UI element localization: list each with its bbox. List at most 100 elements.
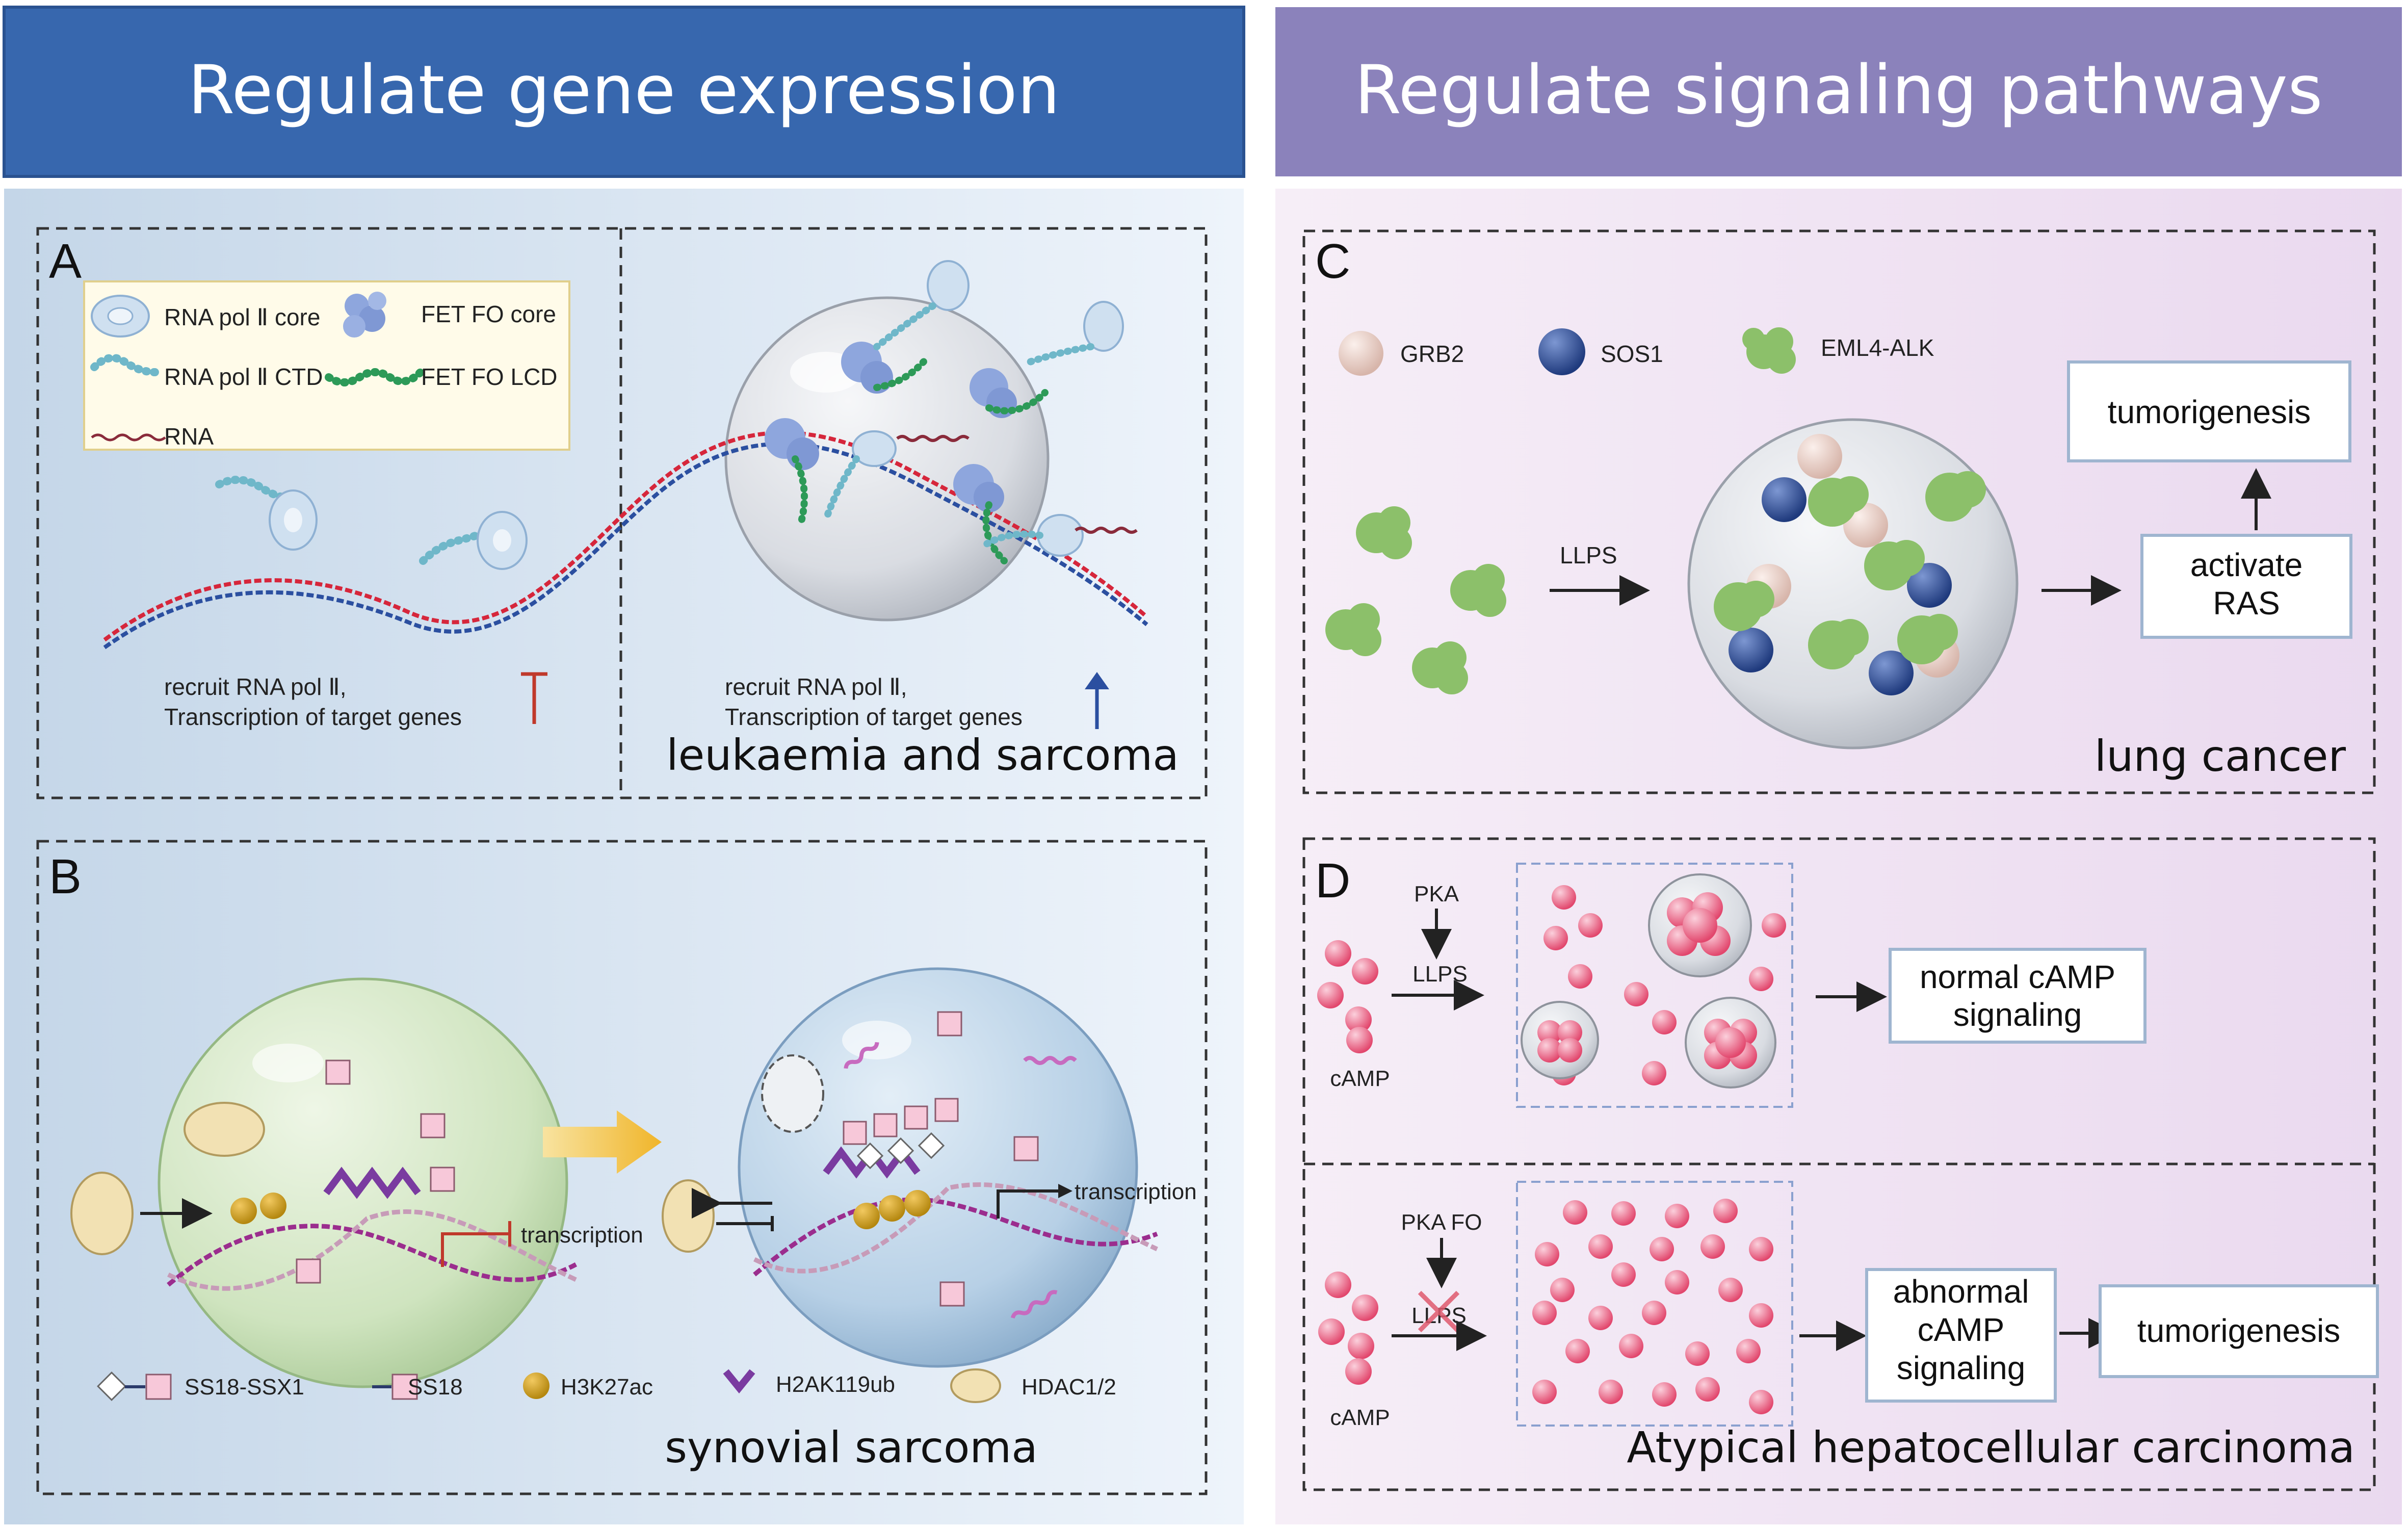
left-dna-strand-b [167,1209,577,1291]
camp-dispersed-region-bottom [1516,1181,1793,1427]
legend-hdac-icon [950,1368,1001,1403]
normal-camp-box [1889,948,2147,1044]
right-free-rna-1 [844,1042,879,1069]
right-condensate-highlight [842,1021,911,1059]
right-header-title: Regulate signaling pathways [1354,51,2322,130]
panel-c-frame [1302,229,2376,794]
ss18-square [1013,1136,1039,1161]
tumorigenesis-label-d: tumorigenesis [2137,1312,2340,1349]
panel-b: B transcription [36,840,1208,1495]
ss18-square [937,1011,962,1037]
left-dna-strand-a [167,1224,578,1287]
legend-grb2: GRB2 [1400,341,1464,367]
right-exchange-arrows [692,1188,774,1231]
h3k27ac-dot [230,1198,257,1224]
activate-ras-line1: activate [2190,547,2303,583]
h3k27ac-dot [904,1190,931,1216]
legend-fet-fo-lcd: FET FO LCD [421,364,558,390]
hdac-blob-left-inner [184,1102,265,1157]
right-ss18-ssx1-stack [843,1098,959,1170]
h3k27ac-dot [260,1193,286,1219]
panel-b-letter: B [49,849,82,904]
abnormal-camp-line1: abnormal [1893,1273,2029,1310]
hdac-blob-left-outer [70,1172,134,1255]
panel-a: A RNA pol Ⅱ core FET FO core RNA pol Ⅱ C… [36,227,1208,799]
panel-d-letter: D [1315,853,1350,908]
ss18-square [325,1059,351,1085]
pka-label: PKA [1414,882,1459,907]
legend-ss18-icon [372,1374,418,1400]
panel-b-frame [36,840,1208,1495]
right-free-rna-3 [1010,1290,1058,1319]
right-transcription-label: transcription [1075,1179,1197,1204]
h3k27ac-dot [879,1195,905,1222]
rna-pol-free-1 [215,476,318,551]
panel-c: C GRB2 SOS1 EML4-ALK LLPS [1302,229,2376,794]
camp-condensates-top [1521,873,1776,1089]
right-free-rna-2 [1023,1056,1077,1065]
legend-ss18: SS18 [408,1375,463,1400]
hdac-ghost [761,1054,824,1133]
camp-label-top: cAMP [1330,1066,1390,1091]
grb2-icon [1339,331,1383,376]
panel-b-disease: synovial sarcoma [665,1422,1037,1472]
abnormal-camp-line3: signaling [1897,1350,2026,1386]
rna-pol-in-condensate [822,260,1124,557]
right-dna-strand-b [753,1182,1158,1274]
legend-h3k27ac: H3K27ac [561,1375,653,1400]
normal-camp-line2: signaling [1953,996,2082,1033]
panel-c-disease: lung cancer [2095,731,2346,781]
legend-rna-pol-core: RNA pol Ⅱ core [164,304,320,330]
ss18-square [430,1167,455,1192]
left-repression-symbol [441,1221,511,1267]
transition-arrow [543,1110,662,1174]
increase-arrow-icon [1085,672,1109,729]
legend-rna: RNA [164,423,214,450]
camp-molecules-top [1317,940,1378,1053]
fet-fo-lcd-chains [792,353,1049,564]
activate-ras-box [2140,534,2352,639]
hdac-blob-right-outer [662,1179,715,1253]
panel-a-legend [83,280,570,451]
tumorigenesis-box-d [2099,1284,2379,1378]
panel-c-letter: C [1315,234,1350,289]
rna-pol-free-2 [419,511,528,570]
legend-fet-fo-core: FET FO core [421,301,556,327]
h3k27ac-dot [853,1203,880,1229]
legend-ss18-ssx1: SS18-SSX1 [185,1375,304,1400]
rna-pol-ctd-icon [90,354,160,376]
panel-a-letter: A [49,234,82,289]
fet-fo-core-icon [343,292,386,338]
inhibit-icon [521,672,547,724]
panel-a-right-caption-2: Transcription of target genes [725,704,1023,730]
fet-fo-lcd-icon [325,368,425,386]
camp-label-bottom: cAMP [1330,1405,1390,1430]
legend-rna-pol-ctd: RNA pol Ⅱ CTD [164,364,323,390]
condensate-contents [1714,434,1986,695]
camp-molecules-bottom [1318,1272,1378,1385]
llps-label-bottom: LLPS [1411,1303,1467,1328]
llps-blocked-icon [1418,1290,1460,1333]
tumorigenesis-box-c [2067,360,2351,462]
right-activation-arrow [997,1184,1072,1219]
ss18-square [939,1281,965,1307]
panel-d-disease: Atypical hepatocellular carcinoma [1627,1422,2355,1472]
legend-h3k27ac-icon [523,1372,549,1399]
llps-label-top: LLPS [1412,962,1468,987]
legend-eml4-alk: EML4-ALK [1821,334,1934,361]
pka-fo-label: PKA FO [1401,1210,1482,1235]
sos1-icon [1538,328,1585,375]
panel-c-llps-label: LLPS [1560,542,1617,568]
ss18-square [420,1113,446,1138]
camp-condensate-region-top [1516,863,1793,1108]
left-h2ak119ub-mark [323,1167,421,1199]
tumorigenesis-label-c: tumorigenesis [2108,394,2311,430]
abnormal-camp-line2: cAMP [1918,1311,2005,1348]
panel-d: D PKA LLPS cAMP [1302,837,2379,1491]
ss18-square [296,1258,321,1284]
nascent-rna [896,435,1138,534]
legend-ss18-ssx1-icon [97,1371,172,1401]
left-header-title: Regulate gene expression [188,51,1060,130]
panel-a-left-caption-2: Transcription of target genes [164,704,462,730]
